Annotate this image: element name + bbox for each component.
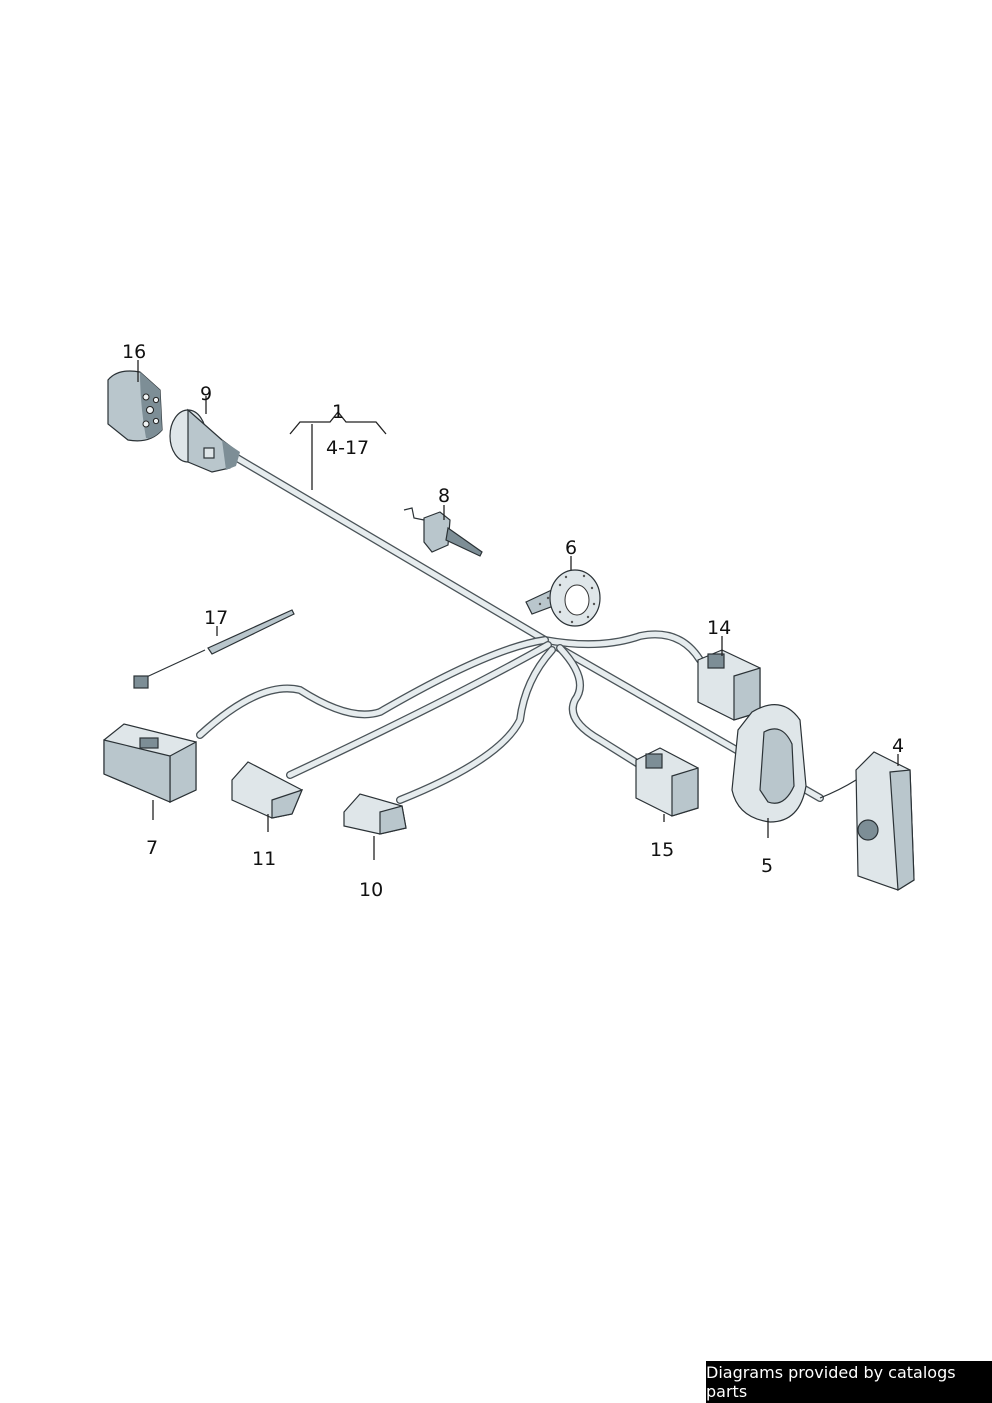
callout-15: 15 xyxy=(650,839,674,861)
footer-credit: Diagrams provided by catalogs parts xyxy=(706,1361,992,1403)
callout-labels: 1 4-17 4 5 6 7 8 9 10 11 14 15 16 17 xyxy=(122,341,904,901)
harness-wires xyxy=(196,451,824,804)
connector-10 xyxy=(343,793,407,835)
callout-1: 1 xyxy=(332,401,344,423)
cable-tie-17 xyxy=(133,609,295,689)
connector-4 xyxy=(819,751,915,892)
connector-cap-16 xyxy=(107,370,163,442)
callout-8: 8 xyxy=(438,485,450,507)
callout-9: 9 xyxy=(200,383,212,405)
round-connector-9 xyxy=(169,408,240,473)
callout-7: 7 xyxy=(146,837,158,859)
callout-11: 11 xyxy=(252,848,276,870)
connector-7 xyxy=(103,723,197,803)
grommet-ring-6 xyxy=(525,569,601,627)
callout-14: 14 xyxy=(707,617,731,639)
grommet-5 xyxy=(731,704,807,823)
callout-5: 5 xyxy=(761,855,773,877)
connector-14 xyxy=(697,649,761,721)
callout-4: 4 xyxy=(892,735,904,757)
callout-16: 16 xyxy=(122,341,146,363)
connector-15 xyxy=(635,747,699,817)
leader-lines xyxy=(137,360,899,860)
connector-11 xyxy=(231,761,304,819)
clip-8 xyxy=(403,507,483,557)
callout-range-4-17: 4-17 xyxy=(326,437,369,459)
callout-6: 6 xyxy=(565,537,577,559)
footer-credit-text: Diagrams provided by catalogs parts xyxy=(706,1363,956,1401)
callout-10: 10 xyxy=(359,879,383,901)
range-bracket xyxy=(289,410,387,490)
callout-17: 17 xyxy=(204,607,228,629)
